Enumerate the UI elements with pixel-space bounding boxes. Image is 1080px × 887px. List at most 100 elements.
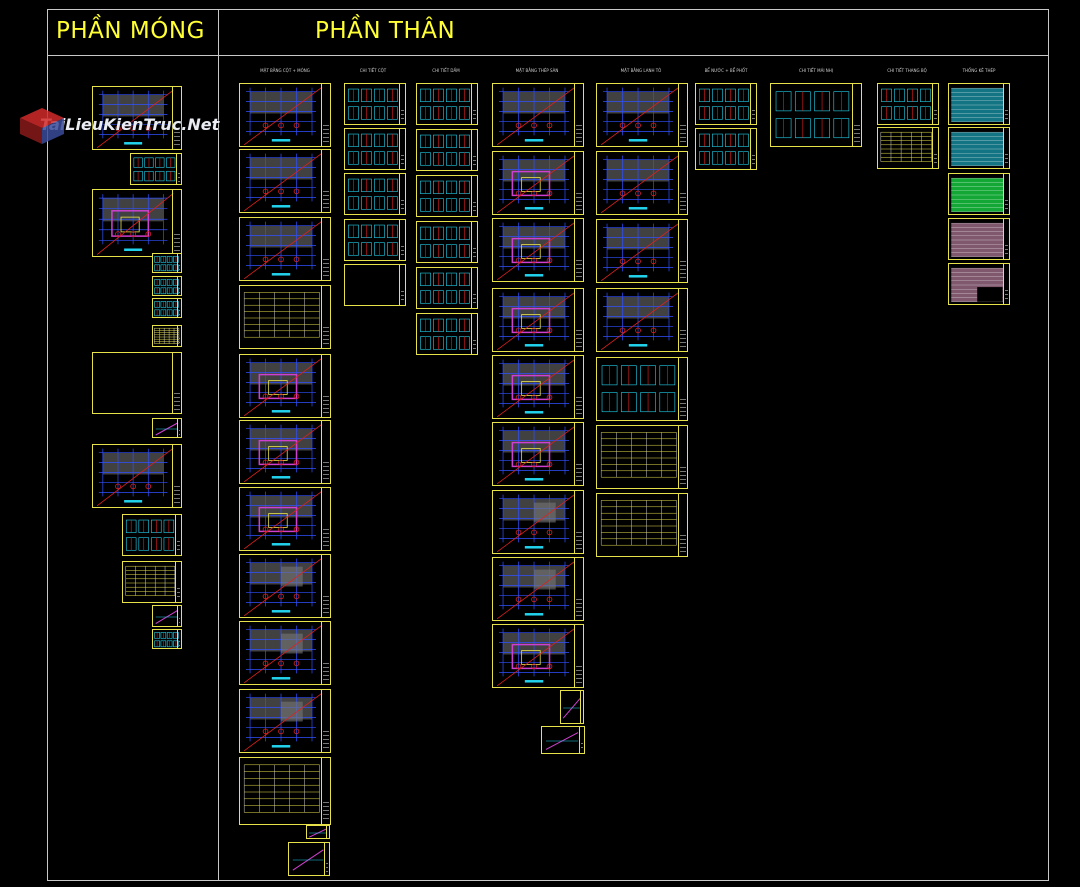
drawing-sheet-thumbnail xyxy=(948,127,1010,169)
column-label-slab-rebar: MẶT BẰNG THÉP SÀN xyxy=(515,68,559,73)
sheet-title-block xyxy=(172,87,181,149)
sheet-drawing xyxy=(155,609,178,625)
drawing-sheet-thumbnail xyxy=(541,726,585,754)
drawing-sheet-thumbnail xyxy=(416,221,478,263)
superstructure-section-title: PHẦN THÂN xyxy=(315,18,456,44)
sheet-drawing xyxy=(600,222,680,282)
sheet-drawing xyxy=(308,828,327,838)
sheet-drawing xyxy=(155,422,178,436)
sheet-drawing xyxy=(292,849,324,871)
drawing-sheet-thumbnail xyxy=(152,298,182,318)
sheet-drawing xyxy=(154,256,179,272)
sheet-title-block xyxy=(470,130,477,170)
column-label-lintel: MẶT BẰNG LANH TÔ xyxy=(620,68,662,73)
sheet-drawing xyxy=(125,565,176,596)
sheet-drawing xyxy=(348,224,398,256)
sheet-drawing xyxy=(880,131,932,162)
sheet-drawing xyxy=(154,327,180,344)
sheet-drawing xyxy=(154,301,179,317)
drawing-frame xyxy=(47,9,1049,881)
sheet-drawing xyxy=(496,493,576,553)
sheet-drawing xyxy=(951,131,1004,166)
sheet-drawing xyxy=(496,291,576,351)
sheet-drawing xyxy=(133,157,176,182)
sheet-title-block xyxy=(573,152,583,214)
sheet-title-block xyxy=(470,222,477,262)
drawing-sheet-thumbnail xyxy=(344,264,406,306)
drawing-sheet-thumbnail xyxy=(492,422,584,486)
sheet-drawing xyxy=(96,193,174,255)
sheet-title-block xyxy=(573,423,583,485)
sheet-title-block xyxy=(470,268,477,308)
sheet-title-block xyxy=(1002,264,1009,304)
sheet-drawing xyxy=(420,272,470,304)
drawing-sheet-thumbnail xyxy=(596,425,688,489)
column-label-stair-detail: CHI TIẾT THANG BỘ xyxy=(887,68,927,73)
sheet-title-block xyxy=(177,326,181,346)
sheet-drawing xyxy=(600,291,680,351)
drawing-sheet-thumbnail xyxy=(122,561,182,603)
sheet-drawing xyxy=(951,267,1004,302)
sheet-title-block xyxy=(677,84,687,146)
sheet-title-block xyxy=(579,727,584,753)
sheet-title-block xyxy=(749,84,756,124)
sheet-title-block xyxy=(1002,128,1009,168)
drawing-sheet-thumbnail xyxy=(596,219,688,283)
sheet-title-block xyxy=(320,150,330,212)
sheet-title-block xyxy=(677,289,687,351)
drawing-sheet-thumbnail xyxy=(130,153,182,185)
cube-logo-icon xyxy=(20,108,64,144)
sheet-title-block xyxy=(398,84,405,124)
sheet-title-block xyxy=(177,277,181,295)
sheet-drawing xyxy=(96,447,174,507)
sheet-title-block xyxy=(320,690,330,752)
drawing-sheet-thumbnail xyxy=(492,355,584,419)
sheet-title-block xyxy=(320,421,330,483)
drawing-sheet-thumbnail xyxy=(596,288,688,352)
drawing-sheet-thumbnail xyxy=(152,276,182,296)
sheet-title-block xyxy=(1002,84,1009,124)
sheet-drawing xyxy=(496,627,576,687)
drawing-sheet-thumbnail xyxy=(560,690,584,724)
sheet-title-block xyxy=(1002,174,1009,214)
sheet-title-block xyxy=(324,843,329,875)
drawing-sheet-thumbnail xyxy=(239,554,331,618)
drawing-sheet-thumbnail xyxy=(492,490,584,554)
sheet-drawing xyxy=(699,133,749,165)
sheet-title-block xyxy=(470,84,477,124)
drawing-sheet-thumbnail xyxy=(239,689,331,753)
sheet-title-block xyxy=(1002,219,1009,259)
drawing-sheet-thumbnail xyxy=(288,842,330,876)
drawing-sheet-thumbnail xyxy=(239,757,331,825)
foundation-section-title: PHẦN MÓNG xyxy=(56,18,205,44)
sheet-drawing xyxy=(243,624,323,684)
drawing-sheet-thumbnail xyxy=(695,83,757,125)
sheet-drawing xyxy=(345,265,406,306)
sheet-title-block xyxy=(320,84,330,146)
sheet-drawing xyxy=(348,88,398,120)
sheet-drawing xyxy=(562,697,582,719)
sheet-title-block xyxy=(573,625,583,687)
sheet-title-block xyxy=(580,691,583,723)
drawing-sheet-thumbnail xyxy=(344,83,406,125)
drawing-sheet-thumbnail xyxy=(492,624,584,688)
drawing-sheet-thumbnail xyxy=(152,605,182,627)
sheet-title-block xyxy=(177,630,181,648)
sheet-title-block xyxy=(320,355,330,417)
sheet-drawing xyxy=(243,292,320,338)
sheet-title-block xyxy=(677,358,687,420)
drawing-sheet-thumbnail xyxy=(948,218,1010,260)
sheet-drawing xyxy=(420,318,470,350)
sheet-title-block xyxy=(470,176,477,216)
sheet-drawing xyxy=(699,88,749,120)
drawing-sheet-thumbnail xyxy=(877,83,939,125)
sheet-drawing xyxy=(154,279,179,295)
sheet-drawing xyxy=(243,423,323,483)
sheet-drawing xyxy=(243,490,323,550)
drawing-sheet-thumbnail xyxy=(344,173,406,215)
drawing-sheet-thumbnail xyxy=(416,313,478,355)
drawing-sheet-thumbnail xyxy=(492,83,584,147)
sheet-drawing xyxy=(243,220,323,280)
sheet-drawing xyxy=(600,86,680,146)
sheet-drawing xyxy=(420,134,470,166)
